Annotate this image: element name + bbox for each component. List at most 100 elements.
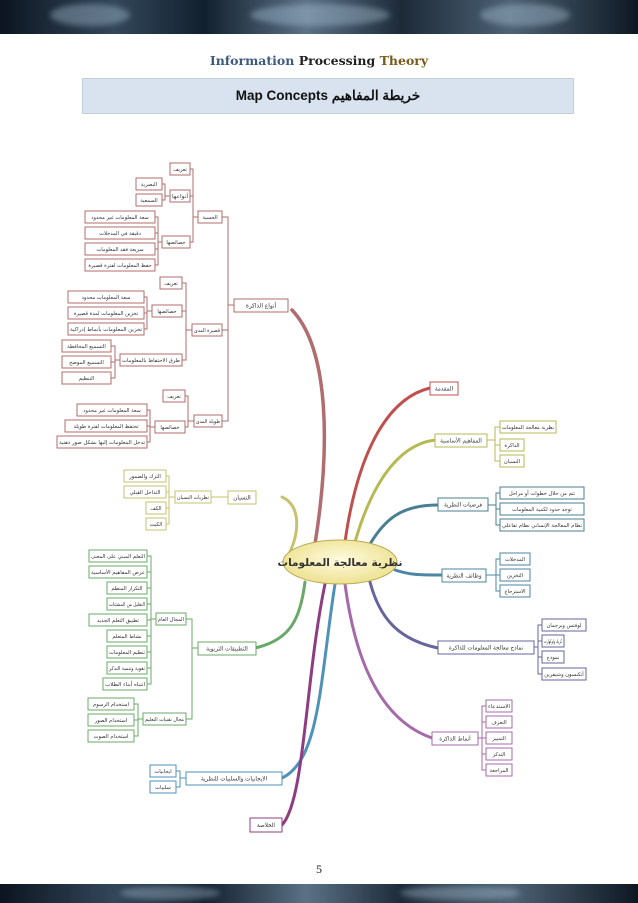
- retention-item: التسميع المحافظة: [61, 339, 112, 353]
- map-node-label: استخدام الرسوم: [93, 702, 129, 708]
- map-node-label: سريعة فقد المعلومات: [96, 247, 143, 253]
- branch-memory: أنواع الذاكرة: [233, 298, 289, 313]
- map-node-box: [106, 581, 148, 595]
- concept-item: الذاكرة: [499, 438, 525, 452]
- general-item: تقوية وتنمية التذكر: [106, 661, 148, 675]
- banner-glow: [400, 886, 520, 900]
- map-node-label: سعة المعلومات غير محدود: [91, 215, 149, 221]
- map-node-label: المقدمة: [435, 387, 454, 393]
- map-node-label: المجال العام: [158, 617, 184, 623]
- concept-item: النسيان: [499, 454, 525, 468]
- map-node-box: [67, 290, 145, 304]
- forgetting-item: الترك والضمور: [123, 469, 167, 483]
- map-node-box: [155, 612, 187, 626]
- branch-intro: المقدمة: [429, 381, 459, 396]
- map-node-label: ايجابيات: [154, 769, 171, 775]
- map-node-label: الاستدعاء: [488, 704, 510, 710]
- branch-hypotheses: فرضيات النظرية: [437, 497, 489, 512]
- forgetting-item: التداخل القبلي: [123, 485, 167, 499]
- branch-proscons: الايجابيات والسلبيات للنظرية: [185, 771, 283, 786]
- map-node-label: خصائصها: [157, 309, 176, 315]
- map-node-label: تتم من خلال خطوات أو مراحل: [509, 489, 576, 497]
- map-node-label: الذاكرة: [504, 443, 519, 449]
- map-node-label: طويلة المدى: [196, 419, 220, 425]
- hypothesis-item: نظام المعالجة الإنساني نظام تفاعلي: [499, 518, 585, 532]
- header-banner: [0, 0, 638, 34]
- map-node-label: طرق الاحتفاظ بالمعلومات: [122, 358, 180, 364]
- page-number: 5: [316, 862, 322, 876]
- map-node-box: [84, 258, 156, 272]
- retention-item: التنظيم: [61, 371, 112, 385]
- map-node-label: لوفتس وبرجمان: [547, 623, 582, 629]
- model-item: نموذج: [541, 650, 565, 664]
- map-node-box: [88, 613, 148, 627]
- proscons-item: سلبيات: [149, 780, 177, 794]
- map-node-label: التخزين: [507, 573, 523, 579]
- center-label: نظرية معالجة المعلومات: [278, 557, 403, 569]
- forgetting-item: الكف: [145, 501, 167, 515]
- map-node-box: [67, 322, 145, 336]
- map-node-box: [84, 242, 156, 256]
- map-node-label: تعريف: [173, 167, 187, 173]
- long-term-property-item: تحتفظ المعلومات لفترة طويلة: [64, 419, 148, 433]
- map-node-label: انتباه أبناء الطلاب: [105, 680, 145, 688]
- map-node-label: نموذج: [547, 655, 560, 661]
- map-node-label: البصرية: [141, 182, 157, 188]
- branch-forgetting: النسيان: [227, 490, 257, 505]
- branch-link-forgetting: [280, 495, 299, 554]
- map-node-box: [499, 438, 525, 452]
- map-node-label: تخزين المعلومات بأنماط إدراكية: [70, 325, 143, 333]
- map-node-box: [61, 339, 112, 353]
- map-node-label: المراجعة: [490, 768, 509, 774]
- map-node-box: [437, 640, 535, 655]
- map-node-label: النسيان: [504, 459, 520, 465]
- map-node-box: [541, 618, 587, 632]
- map-node-label: سعة المعلومات محدود: [82, 295, 131, 301]
- memory-sensory: الحسية: [197, 210, 223, 224]
- map-node-label: التذكر: [492, 752, 506, 758]
- branch-link-models: [368, 580, 440, 650]
- map-node-label: الخلاصة: [257, 823, 275, 829]
- map-node-box: [145, 501, 167, 515]
- short-term-retention: طرق الاحتفاظ بالمعلومات: [119, 353, 183, 367]
- map-node-label: عرض المفاهيم الأساسية: [91, 569, 145, 576]
- map-node-box: [499, 502, 585, 516]
- map-node-label: الاسترجاع: [504, 589, 525, 595]
- general-item: تطبيق التعلم الجديد: [88, 613, 148, 627]
- map-node-box: [541, 634, 565, 648]
- branch-link-applications: [253, 580, 307, 650]
- forgetting-item: الكبت: [145, 517, 167, 531]
- map-node-label: نظريات النسيان: [177, 495, 209, 501]
- long-term-definition: تعريف: [162, 389, 186, 403]
- map-node-label: الحسية: [202, 215, 217, 221]
- map-node-box: [499, 454, 525, 468]
- branch-applications: التطبيقات التربوية: [197, 641, 257, 656]
- branch-link-concepts: [353, 438, 437, 544]
- long-term-property-item: تدخل المعلومات إليها بشكل صور ذهنية: [56, 435, 148, 449]
- map-node-box: [485, 731, 513, 745]
- branch-link-summary: [280, 582, 327, 827]
- map-node-label: تخزين المعلومات لمدة قصيرة: [74, 311, 139, 317]
- applications-techniques: مجال تقنيات التعليم: [142, 712, 187, 726]
- map-node-box: [434, 433, 488, 448]
- map-node-box: [106, 629, 148, 643]
- map-node-box: [64, 419, 148, 433]
- map-node-box: [87, 713, 135, 727]
- map-node-box: [485, 715, 513, 729]
- map-node-label: التعلم المبني على المعنى: [91, 554, 145, 560]
- title-part-1: Information: [209, 53, 295, 68]
- hypothesis-item: تتم من خلال خطوات أو مراحل: [499, 486, 585, 500]
- map-node-box: [193, 414, 223, 428]
- map-node-label: التكرار المنظم: [111, 586, 142, 592]
- branch-models: نماذج معالجة المعلومات للذاكرة: [437, 640, 535, 655]
- map-node-label: التطبيقات التربوية: [206, 647, 248, 653]
- map-node-label: سلبيات: [155, 785, 171, 791]
- pattern-item: التعرف: [485, 715, 513, 729]
- map-node-box: [61, 371, 112, 385]
- map-node-box: [431, 731, 479, 746]
- hypothesis-item: توجد حدود لكمية المعلومات: [499, 502, 585, 516]
- map-node-box: [102, 677, 148, 691]
- map-node-label: الكف: [150, 506, 161, 512]
- footer-banner: [0, 884, 638, 903]
